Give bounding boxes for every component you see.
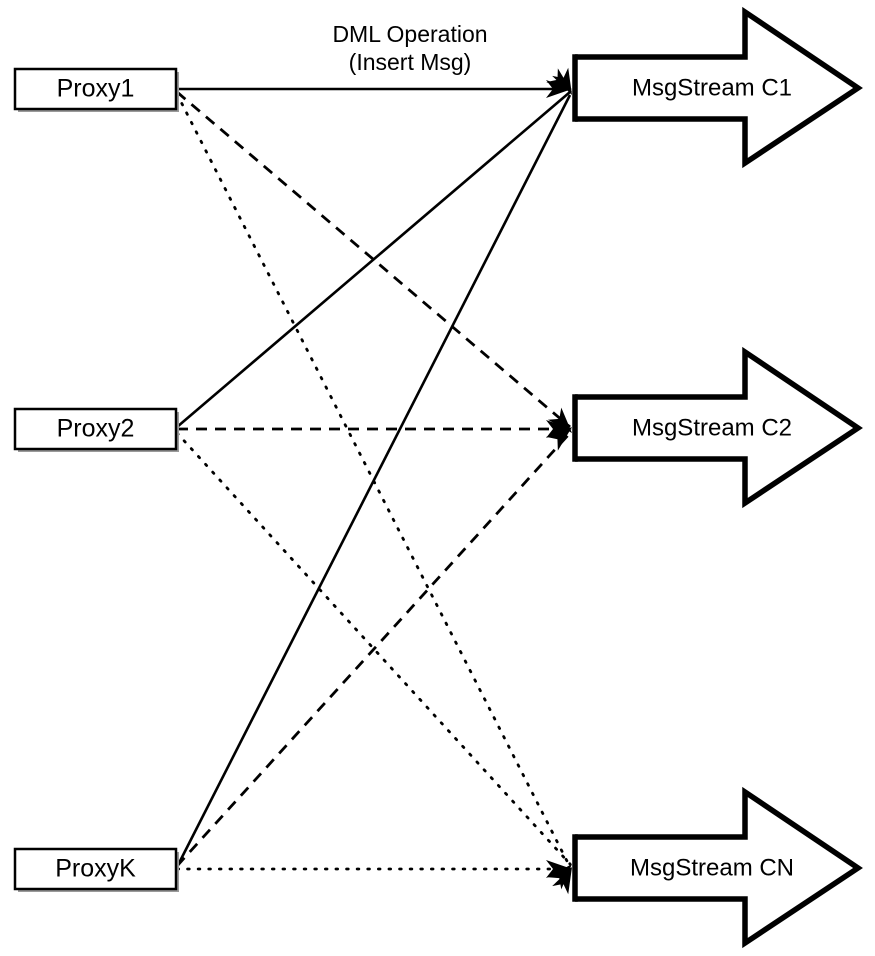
edge-proxy2-to-c1	[176, 91, 571, 428]
edge-proxy2-to-cn	[175, 431, 572, 866]
proxy-box-outline	[13, 847, 178, 891]
stream-nodes-layer: MsgStream C1 MsgStream C2 MsgStream CN	[572, 6, 863, 949]
proxy-node-proxy2[interactable]: Proxy2	[13, 407, 179, 452]
stream-node-msgstream-c1[interactable]: MsgStream C1	[572, 6, 863, 169]
arrowhead-icon-head-c1-c	[552, 67, 572, 95]
proxy-label: Proxy2	[57, 415, 135, 443]
proxy-box-outline	[13, 407, 178, 451]
stream-label: MsgStream C1	[632, 74, 792, 101]
edge-proxyk-to-c2	[175, 432, 572, 867]
proxy-label: ProxyK	[55, 855, 136, 883]
arrowhead-icon-head-c2-a	[546, 427, 572, 451]
stream-node-msgstream-c2[interactable]: MsgStream C2	[572, 346, 863, 509]
proxy-box-outline	[13, 67, 178, 111]
arrowhead-icon-head-c2-b	[546, 420, 572, 438]
arrowheads-layer	[546, 67, 572, 895]
edge-proxyk-to-c1	[175, 94, 572, 868]
stream-block-arrow-icon	[575, 6, 863, 169]
annotations-layer: DML Operation(Insert Msg)	[332, 21, 487, 75]
stream-label: MsgStream CN	[630, 854, 794, 881]
edges-layer	[175, 87, 572, 871]
annotation-line-1: DML Operation	[332, 21, 487, 47]
stream-label: MsgStream C2	[632, 414, 792, 441]
arrowhead-icon-head-c2-c	[547, 407, 572, 433]
stream-block-arrow-icon	[575, 346, 863, 509]
stream-node-msgstream-cn[interactable]: MsgStream CN	[572, 786, 863, 949]
proxy-node-proxyk[interactable]: ProxyK	[13, 847, 179, 892]
annotation-dml-operation: DML Operation(Insert Msg)	[332, 21, 487, 75]
annotation-line-2: (Insert Msg)	[349, 49, 472, 75]
arrowhead-icon-head-cn-c	[546, 860, 572, 878]
edge-proxy1-to-c2	[176, 90, 571, 429]
stream-block-arrow-icon	[575, 786, 863, 949]
proxy-label: Proxy1	[57, 75, 135, 103]
proxy-node-proxy1[interactable]: Proxy1	[13, 67, 179, 112]
